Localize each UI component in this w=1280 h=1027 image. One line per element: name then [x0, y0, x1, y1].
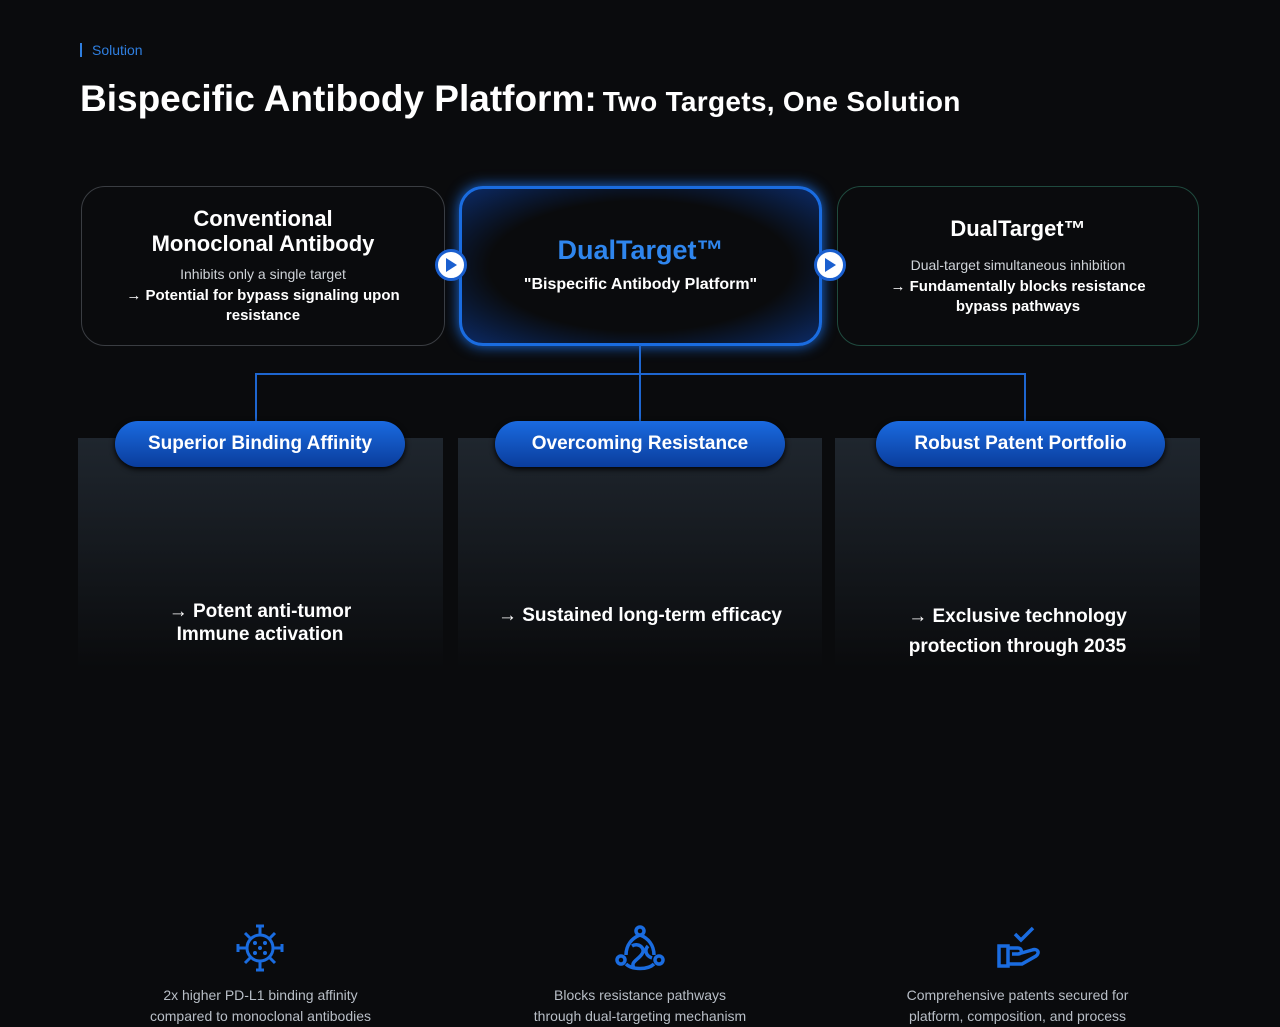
dualtarget-card: DualTarget™ "Bispecific Antibody Platfor… [459, 186, 822, 346]
feature-pill-resistance: Overcoming Resistance [495, 421, 785, 467]
hand-check-icon [997, 926, 1040, 968]
virus-icon [236, 924, 284, 972]
feature-result: → Potent anti-tumor Immune activation [168, 601, 352, 645]
feature-result: → Sustained long-term efficacy [497, 605, 782, 626]
connector-line [255, 373, 257, 421]
card-title: DualTarget™ [557, 234, 724, 265]
page-title: Bispecific Antibody Platform:Two Targets… [80, 78, 961, 120]
feature-result: → Exclusive technology protection throug… [908, 606, 1127, 657]
resistance-network-icon [615, 925, 665, 971]
feature-pill-patent: Robust Patent Portfolio [876, 421, 1165, 467]
connector-line [255, 373, 1026, 375]
card-result: → Potential for bypass signaling upon re… [126, 287, 400, 324]
connector-line [1024, 373, 1026, 421]
connector-line [639, 345, 641, 421]
card-desc: Inhibits only a single target [180, 266, 346, 282]
card-title: Monoclonal Antibody [151, 231, 375, 256]
play-arrow-icon [435, 249, 467, 281]
feature-pill-binding: Superior Binding Affinity [115, 421, 405, 467]
card-desc: "Bispecific Antibody Platform" [523, 275, 758, 293]
conventional-card: Conventional Monoclonal Antibody Inhibit… [81, 186, 445, 346]
title-main: Bispecific Antibody Platform: [80, 78, 597, 119]
card-result: → Fundamentally blocks resistance bypass… [890, 277, 1146, 315]
section-label: Solution [80, 43, 143, 57]
title-sub: Two Targets, One Solution [602, 86, 961, 117]
card-title: DualTarget™ [950, 215, 1086, 241]
dualtarget-result-card: DualTarget™ Dual-target simultaneous inh… [837, 186, 1199, 346]
card-desc: Dual-target simultaneous inhibition [910, 256, 1126, 273]
play-arrow-icon [814, 249, 846, 281]
card-title: Conventional [193, 206, 333, 231]
